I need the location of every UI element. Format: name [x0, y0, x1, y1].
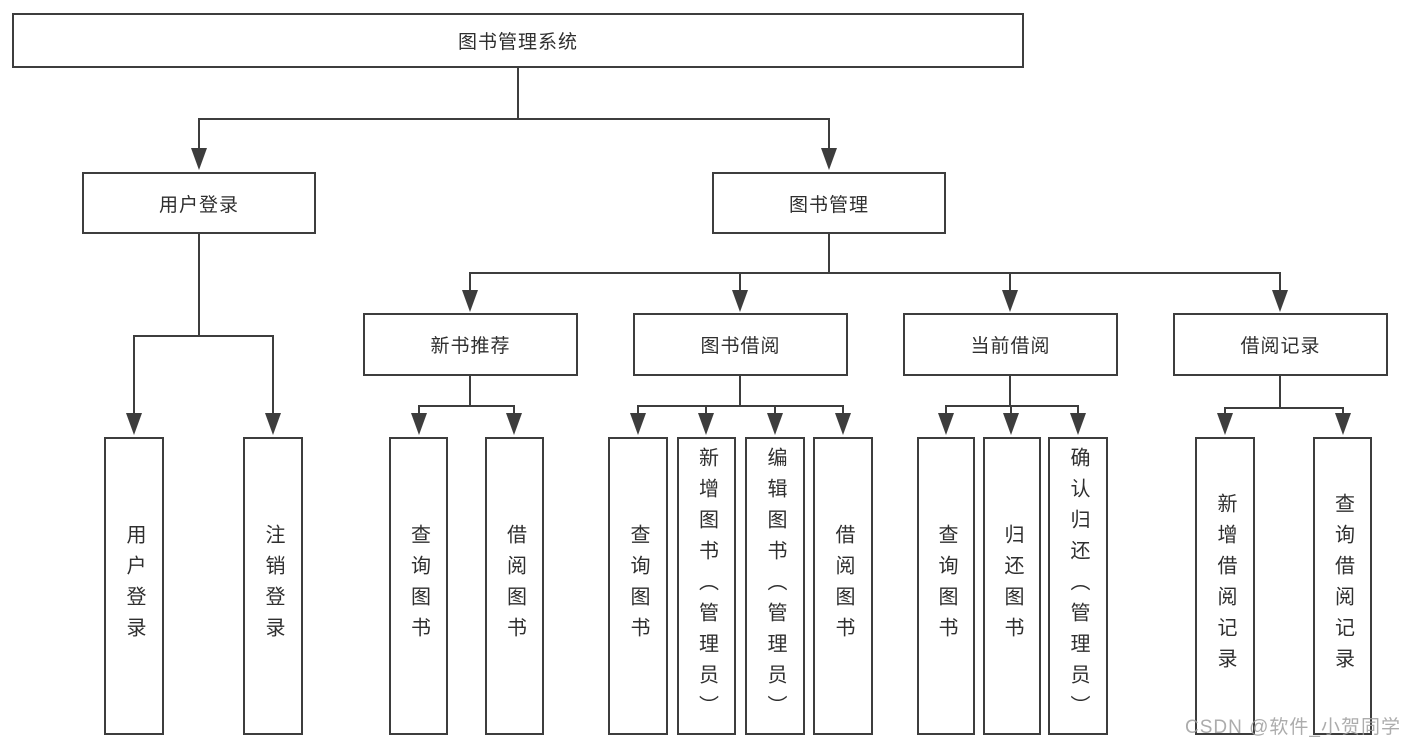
node-book-management: 图书管理 [712, 172, 946, 234]
node-user-login: 用户登录 [82, 172, 316, 234]
connector-arrow-stem [133, 335, 135, 415]
arrow-down-icon [506, 413, 522, 435]
node-leaf-query-books-2: 查询图书 [608, 437, 668, 735]
arrow-down-icon [698, 413, 714, 435]
arrow-down-icon [1003, 413, 1019, 435]
node-library-management-system: 图书管理系统 [12, 13, 1024, 68]
node-borrowing-records: 借阅记录 [1173, 313, 1388, 376]
connector-user-login-hbar [133, 335, 274, 337]
node-label: 归还图书 [1001, 524, 1023, 648]
node-label: 注销登录 [262, 524, 284, 648]
node-label: 确认归还（管理员） [1067, 446, 1089, 726]
arrow-down-icon [1070, 413, 1086, 435]
node-leaf-query-borrow-record: 查询借阅记录 [1313, 437, 1372, 735]
node-leaf-borrow-books-2: 借阅图书 [813, 437, 873, 735]
connector-arrow-stem [1009, 272, 1011, 292]
node-current-borrowing: 当前借阅 [903, 313, 1118, 376]
connector-arrow-stem [1010, 405, 1012, 415]
connector-book-borrowing-stem [739, 376, 741, 407]
node-label: 借阅记录 [1240, 336, 1321, 357]
arrow-down-icon [1335, 413, 1351, 435]
arrow-down-icon [462, 290, 478, 312]
node-label: 编辑图书（管理员） [764, 446, 786, 726]
connector-root-hbar [198, 118, 830, 120]
connector-borrowing-records-hbar [1224, 407, 1344, 409]
arrow-down-icon [835, 413, 851, 435]
node-new-book-recommendation: 新书推荐 [363, 313, 578, 376]
connector-borrowing-records-stem [1279, 376, 1281, 409]
node-leaf-return-books: 归还图书 [983, 437, 1041, 735]
node-label: 当前借阅 [970, 336, 1051, 357]
arrow-down-icon [767, 413, 783, 435]
arrow-down-icon [191, 148, 207, 170]
connector-arrow-stem [774, 405, 776, 415]
connector-arrow-stem [1077, 405, 1079, 415]
connector-current-borrowing-stem [1009, 376, 1011, 407]
arrow-down-icon [265, 413, 281, 435]
node-label: 图书借阅 [700, 336, 781, 357]
node-label: 新书推荐 [430, 336, 511, 357]
node-leaf-logout: 注销登录 [243, 437, 303, 735]
connector-arrow-stem [637, 405, 639, 415]
node-label: 新增图书（管理员） [695, 446, 718, 726]
node-label: 新增借阅记录 [1214, 493, 1236, 679]
connector-arrow-stem [469, 272, 471, 292]
connector-arrow-stem [418, 405, 420, 415]
node-label: 用户登录 [158, 194, 239, 216]
connector-arrow-stem [945, 405, 947, 415]
node-leaf-add-books-admin: 新增图书（管理员） [677, 437, 736, 735]
node-leaf-add-borrow-record: 新增借阅记录 [1195, 437, 1255, 735]
node-label: 查询图书 [627, 524, 649, 648]
arrow-down-icon [938, 413, 954, 435]
node-leaf-query-books-3: 查询图书 [917, 437, 975, 735]
node-label: 借阅图书 [503, 524, 526, 648]
connector-user-login-stem [198, 234, 200, 337]
connector-arrow-stem [705, 405, 707, 415]
connector-arrow-stem [513, 405, 515, 415]
connector-root-stem [517, 68, 519, 119]
node-leaf-confirm-return-admin: 确认归还（管理员） [1048, 437, 1108, 735]
node-leaf-user-login: 用户登录 [104, 437, 164, 735]
connector-arrow-stem [1279, 272, 1281, 292]
node-book-borrowing: 图书借阅 [633, 313, 848, 376]
connector-book-borrowing-hbar [637, 405, 844, 407]
arrow-down-icon [411, 413, 427, 435]
connector-arrow-stem [842, 405, 844, 415]
connector-arrow-stem [739, 272, 741, 292]
connector-new-book-hbar [418, 405, 515, 407]
connector-arrow-user-login-stem [198, 118, 200, 150]
connector-arrow-book-management-stem [828, 118, 830, 150]
node-label: 查询借阅记录 [1331, 493, 1354, 679]
connector-book-management-hbar [469, 272, 1281, 274]
arrow-down-icon [1002, 290, 1018, 312]
node-leaf-edit-books-admin: 编辑图书（管理员） [745, 437, 805, 735]
watermark-csdn: CSDN @软件_小贺同学 [1185, 717, 1401, 738]
node-label: 借阅图书 [832, 524, 854, 648]
connector-arrow-stem [1342, 407, 1344, 415]
arrow-down-icon [732, 290, 748, 312]
node-label: 图书管理系统 [457, 32, 578, 53]
arrow-down-icon [821, 148, 837, 170]
arrow-down-icon [1272, 290, 1288, 312]
node-leaf-borrow-books: 借阅图书 [485, 437, 544, 735]
arrow-down-icon [1217, 413, 1233, 435]
connector-book-management-stem [828, 234, 830, 274]
connector-new-book-stem [469, 376, 471, 407]
node-label: 图书管理 [788, 194, 869, 216]
connector-current-borrowing-hbar [945, 405, 1079, 407]
node-label: 用户登录 [123, 524, 145, 648]
connector-arrow-stem [1224, 407, 1226, 415]
arrow-down-icon [630, 413, 646, 435]
connector-arrow-stem [272, 335, 274, 415]
node-label: 查询图书 [935, 524, 957, 648]
arrow-down-icon [126, 413, 142, 435]
node-label: 查询图书 [407, 524, 430, 648]
node-leaf-query-books: 查询图书 [389, 437, 448, 735]
